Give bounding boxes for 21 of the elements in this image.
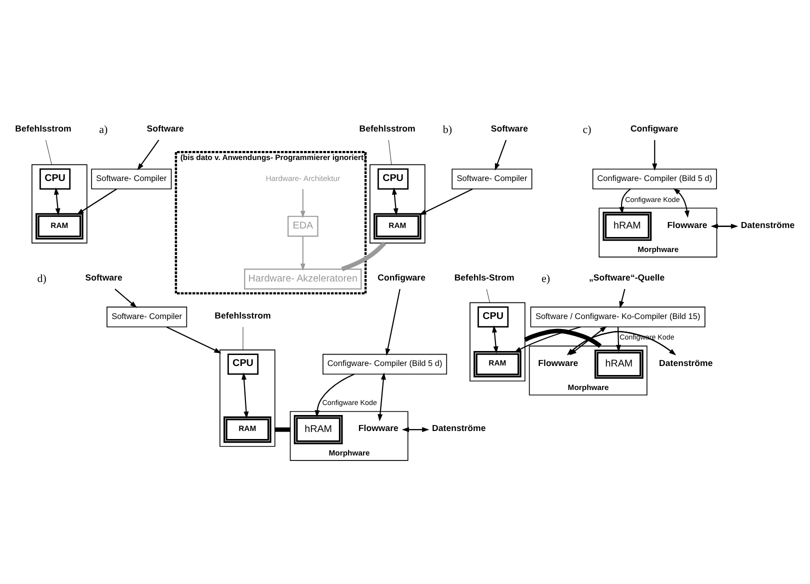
node-text: Befehlsstrom (214, 310, 271, 320)
label: d) (37, 272, 46, 284)
label: a) (99, 123, 108, 136)
node-text: Software (490, 123, 528, 134)
node-text: Software (85, 272, 122, 282)
node-text: „Software“-Quelle (588, 272, 665, 282)
node-text: Configware (630, 123, 678, 134)
node-text: Befehlsstrom (15, 123, 72, 134)
node-text: Flowware (667, 219, 708, 230)
node-text: Datenströme (432, 422, 486, 433)
node-text: Befehlsstrom (359, 123, 416, 134)
node-text: Configware (378, 272, 426, 282)
node-text: Datenströme (740, 219, 795, 230)
label: e) (542, 272, 550, 284)
node-text: Datenströme (659, 357, 713, 368)
label: b) (442, 123, 452, 136)
node-text: Befehls-Strom (454, 272, 514, 282)
label: c) (582, 123, 592, 136)
node-text: Flowware (538, 357, 578, 368)
node-text: Software (146, 123, 184, 134)
node-text: Flowware (358, 422, 398, 433)
